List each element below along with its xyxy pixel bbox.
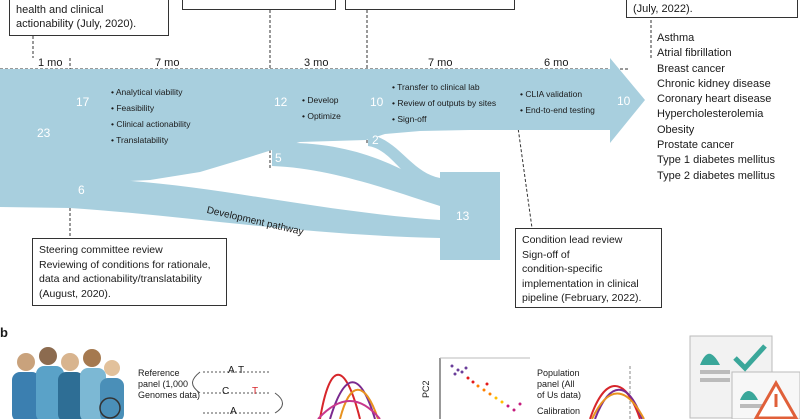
sequence-alignment-icon: [192, 371, 283, 414]
duration-5: 6 mo: [544, 57, 569, 69]
condition-item: Chronic kidney disease: [657, 77, 771, 90]
sequence-letter: T: [238, 365, 245, 376]
reference-line-1: Reference: [138, 368, 180, 378]
bullet-clia: • CLIA validation: [520, 89, 583, 99]
condition-lead-title: Condition lead review: [522, 234, 623, 246]
steering-line-2: Reviewing of conditions for rationale,: [39, 258, 211, 271]
count-final: 10: [617, 94, 631, 108]
panel-b-label: b: [0, 325, 8, 340]
condition-item: Atrial fibrillation: [657, 47, 732, 60]
steering-title: Steering committee review: [39, 244, 163, 256]
condition-item: Prostate cancer: [657, 139, 735, 152]
condition-item: Type 2 diabetes mellitus: [657, 169, 776, 182]
condition-lead-line-5: pipeline (February, 2022).: [522, 292, 642, 304]
pca-scatter-icon: [439, 357, 530, 419]
duration-4: 7 mo: [428, 57, 453, 69]
density-curves-icon: [317, 373, 381, 419]
condition-lead-line-4: implementation in clinical: [522, 277, 639, 290]
transfer-bullets: • Transfer to clinical lab • Review of o…: [392, 79, 496, 127]
top-center-box-2: [345, 0, 515, 10]
top-left-box: health and clinical actionability (July,…: [9, 0, 169, 36]
top-right-box: (July, 2022).: [626, 0, 798, 18]
bullet-review: • Review of outputs by sites: [392, 98, 497, 108]
duration-3: 3 mo: [304, 57, 329, 69]
condition-item: Obesity: [657, 123, 695, 136]
feasibility-bullets: • Analytical viability • Feasibility • C…: [111, 84, 191, 148]
steering-line-4: (August, 2020).: [39, 287, 111, 300]
condition-item: Breast cancer: [657, 62, 725, 75]
development-bullets: • Develop • Optimize: [302, 92, 341, 124]
count-after-dev: 12: [274, 95, 288, 109]
bullet-analytical-viability: • Analytical viability: [111, 87, 183, 97]
people-crowd-icon: [12, 347, 124, 419]
count-after-transfer: 10: [370, 95, 384, 109]
sequence-letter: A: [228, 365, 235, 376]
sequence-letter: T: [252, 386, 259, 397]
duration-2: 7 mo: [155, 57, 180, 69]
sequence-letter: C: [222, 386, 230, 397]
bullet-optimize: • Optimize: [302, 111, 341, 121]
flow-transfer-exit: [368, 134, 440, 192]
population-panel-label: Population panel (All of Us data): [537, 368, 581, 401]
count-start: 23: [37, 126, 51, 140]
flow-dev-exit: [272, 142, 440, 206]
main-flow-arrow: [0, 58, 645, 185]
condition-item: Type 1 diabetes mellitus: [657, 154, 776, 167]
top-right-box-line-1: (July, 2022).: [633, 3, 693, 15]
duration-1: 1 mo: [38, 57, 63, 69]
steering-committee-box: Steering committee review Reviewing of c…: [32, 238, 227, 306]
condition-lead-box: Condition lead review Sign-off of condit…: [515, 228, 662, 308]
population-line-3: of Us data): [537, 390, 582, 400]
condition-item: Asthma: [657, 32, 695, 44]
bullet-translatability: • Translatability: [111, 135, 169, 145]
condition-lead-line-2: Sign-off of: [522, 248, 570, 261]
bullet-transfer: • Transfer to clinical lab: [392, 82, 480, 92]
calibration-curves-icon: [589, 366, 645, 419]
validation-bullets: • CLIA validation • End-to-end testing: [520, 86, 595, 118]
condition-item: Coronary heart disease: [657, 93, 772, 106]
top-left-box-line-1: health and clinical: [16, 4, 104, 16]
steering-line-3: data and actionability/translatability: [39, 273, 202, 285]
flow-steering-exit: [0, 178, 440, 238]
condition-item: Hypercholesterolemia: [657, 108, 764, 121]
count-steering-exit: 6: [78, 183, 85, 197]
bullet-clinical-actionability: • Clinical actionability: [111, 119, 191, 129]
pc2-axis-label: PC2: [421, 380, 431, 398]
calibration-label: Calibration: [537, 406, 581, 416]
bullet-feasibility: • Feasibility: [111, 103, 155, 113]
reference-panel-label: Reference panel (1,000 Genomes data): [138, 368, 200, 401]
population-line-2: panel (All: [537, 379, 575, 389]
sequence-letter: A: [230, 406, 237, 417]
bullet-signoff: • Sign-off: [392, 114, 427, 124]
population-line-1: Population: [537, 368, 580, 378]
pathway-tip: [440, 172, 500, 260]
count-transfer-exit: 2: [372, 133, 379, 147]
top-left-box-line-2: actionability (July, 2020).: [16, 18, 137, 30]
reference-line-2: panel (1,000: [138, 379, 189, 389]
bullet-end-to-end: • End-to-end testing: [520, 105, 595, 115]
condition-lead-line-3: condition-specific: [522, 263, 603, 275]
count-dev-exit: 5: [275, 151, 282, 165]
warning-icon: [753, 379, 799, 419]
count-pathway-total: 13: [456, 209, 470, 223]
bullet-develop: • Develop: [302, 95, 339, 105]
top-center-box-1: [182, 0, 336, 10]
reference-line-3: Genomes data): [138, 390, 201, 400]
count-after-steering: 17: [76, 95, 90, 109]
conditions-list: Asthma Atrial fibrillation Breast cancer…: [657, 31, 775, 184]
